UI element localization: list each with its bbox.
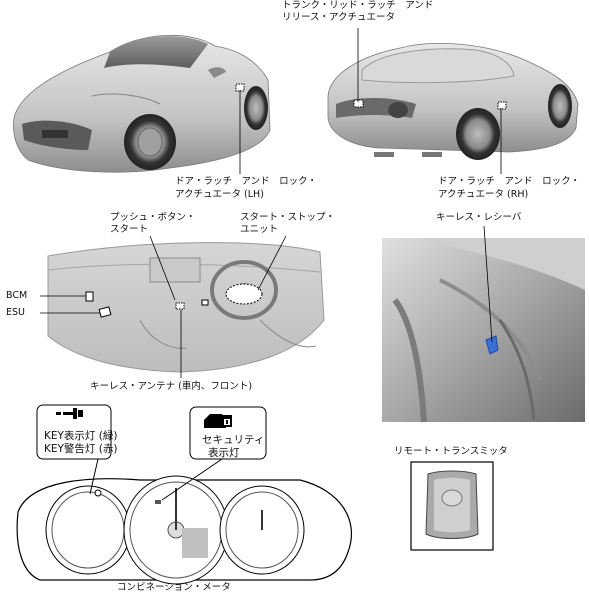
keyless-antenna-label: キーレス・アンテナ (車内、フロント) (90, 381, 253, 392)
combination-meter-label: コンビネーション・メータ (117, 582, 231, 593)
start-stop-label-1: スタート・ストップ・ (240, 212, 336, 223)
combination-meter (16, 475, 353, 585)
car-front-view (13, 34, 271, 173)
key-indicator-label-1: KEY表示灯 (緑) (44, 430, 118, 442)
remote-transmitter-label: リモート・トランスミッタ (394, 446, 508, 457)
keyless-receiver-view (382, 238, 585, 423)
key-indicator-icon (56, 408, 83, 419)
door-lh-label-1: ドア・ラッチ アンド ロック・ (175, 176, 317, 187)
car-lock-icon (204, 414, 232, 428)
security-indicator-label-1: セキュリティ (202, 434, 265, 446)
key-indicator-callout (36, 404, 112, 495)
dashboard-view (47, 242, 325, 373)
trunk-actuator-label-1: トランク・リッド・ラッチ アンド (282, 0, 434, 11)
remote-transmitter-panel (410, 461, 494, 551)
trunk-actuator-label-2: リリース・アクチュエータ (282, 12, 396, 23)
keyless-receiver-label: キーレス・レシーバ (436, 212, 522, 223)
door-lh-label-2: アクチュエータ (LH) (175, 189, 264, 200)
start-stop-label-2: ユニット (240, 224, 279, 235)
push-button-label-2: スタート (110, 224, 149, 235)
door-rh-label-1: ドア・ラッチ アンド ロック・ (438, 176, 580, 187)
key-indicator-label-2: KEY警告灯 (赤) (44, 443, 118, 455)
car-rear-view (327, 43, 579, 160)
push-button-label-1: プッシュ・ボタン・ (110, 212, 196, 223)
esu-label: ESU (6, 307, 25, 318)
bcm-label: BCM (6, 290, 28, 301)
leader-lines (40, 28, 502, 378)
security-indicator-label-2: 表示灯 (208, 447, 240, 459)
door-rh-label-2: アクチュエータ (RH) (438, 189, 529, 200)
